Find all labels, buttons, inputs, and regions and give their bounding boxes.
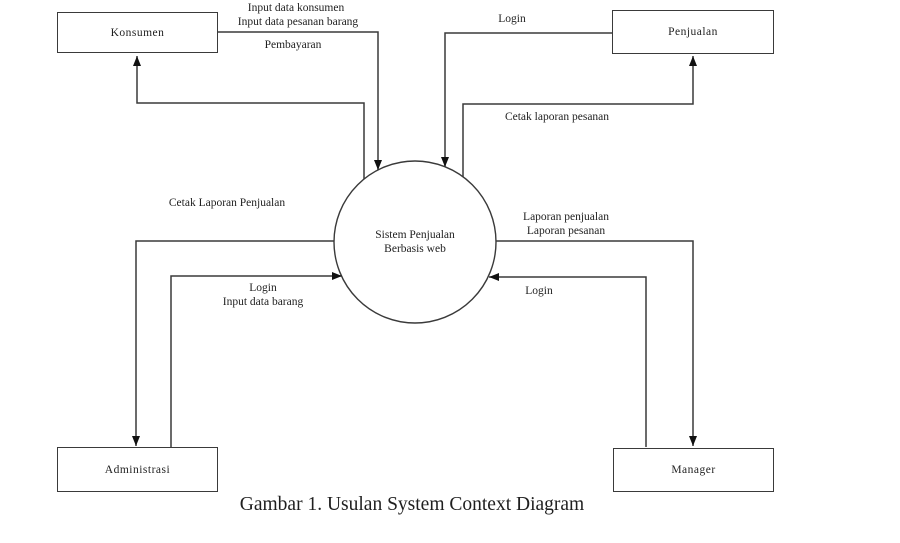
flow-label-login-manager: Login <box>525 285 553 297</box>
entity-manager-label: Manager <box>671 464 716 476</box>
flow-manager-to-system <box>489 273 647 447</box>
process-label-line2: Berbasis web <box>384 243 446 255</box>
entity-manager: Manager <box>613 448 774 492</box>
flow-label-input-data-pesanan-barang: Input data pesanan barang <box>237 16 359 28</box>
entity-penjualan: Penjualan <box>612 10 774 54</box>
flow-label-laporan-penjualan: Laporan penjualan <box>523 211 609 223</box>
flow-system-to-administrasi <box>132 240 334 446</box>
entity-konsumen-label: Konsumen <box>110 26 165 39</box>
flow-label-laporan-pesanan: Laporan pesanan <box>526 225 606 237</box>
flow-label-pembayaran: Pembayaran <box>264 39 322 51</box>
flow-label-login-penjualan: Login <box>498 13 526 25</box>
flow-system-to-penjualan <box>462 56 697 177</box>
entity-administrasi-label: Administrasi <box>104 463 171 476</box>
entity-penjualan-label: Penjualan <box>668 26 718 38</box>
flow-label-input-data-barang: Input data barang <box>222 296 304 308</box>
entity-administrasi: Administrasi <box>57 447 218 492</box>
process-label-line1: Sistem Penjualan <box>375 229 455 241</box>
flow-system-to-konsumen <box>133 56 365 179</box>
figure-caption: Gambar 1. Usulan System Context Diagram <box>239 494 585 515</box>
flow-label-cetak-laporan-penjualan: Cetak Laporan Penjualan <box>168 197 286 209</box>
process-circle <box>333 160 497 324</box>
flow-system-to-manager <box>496 240 697 446</box>
entity-konsumen: Konsumen <box>57 12 218 53</box>
flow-konsumen-to-system <box>217 31 382 170</box>
process-label: Sistem Penjualan Berbasis web <box>375 228 455 256</box>
flow-penjualan-to-system <box>441 32 612 167</box>
flow-label-cetak-laporan-pesanan: Cetak laporan pesanan <box>504 111 610 123</box>
flow-administrasi-to-system <box>170 272 342 447</box>
flow-label-login-administrasi: Login <box>249 282 277 294</box>
flow-label-input-data-konsumen: Input data konsumen <box>247 2 345 14</box>
